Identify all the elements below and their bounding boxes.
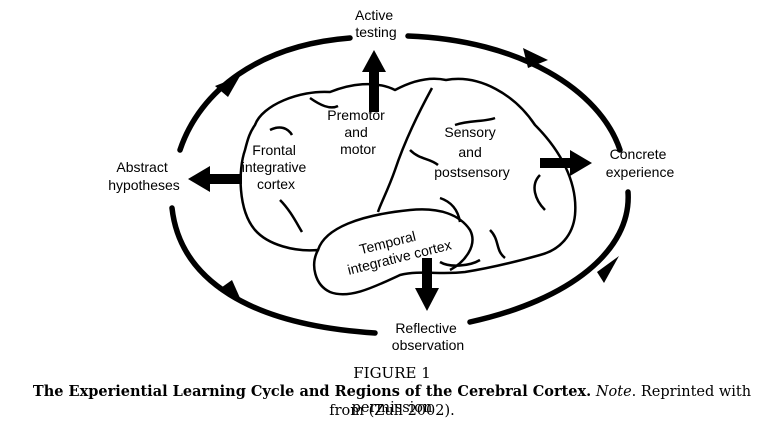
sulcus-h [439,258,481,267]
arrowhead-right [597,256,619,283]
sulcus-e [409,149,439,166]
sulcus-b [269,126,294,136]
cycle-arc-right [467,189,631,325]
brain-outline [239,77,577,296]
figure-caption-source: from (Zull 2002). [329,403,455,419]
sulcus-i [439,196,462,223]
cycle-arrowheads [215,48,619,298]
arrow-up-to-active-testing [362,50,386,112]
temporal-lobe-contour [316,208,474,272]
brain-contour [239,77,577,296]
sulcus-a [309,96,339,109]
cycle-arc-top-right [405,33,623,153]
arrow-down-to-reflective-observation [415,258,439,311]
central-sulcus [376,87,434,213]
sulcus-g [489,229,506,259]
figure-label: FIGURE 1 [353,364,431,382]
caption-note-word: Note [595,384,632,400]
region-temporal: Temporal integrative cortex [342,220,453,278]
region-sensory: Sensory and postsensory [434,124,509,180]
node-reflective-observation: Reflective observation [392,320,464,353]
cycle-arc-top-left [177,35,353,153]
arrow-right-to-concrete-experience [540,150,592,176]
node-concrete-experience: Concrete experience [606,146,675,180]
caption-title: The Experiential Learning Cycle and Regi… [32,383,592,400]
cycle-ring [169,33,631,336]
node-abstract-hypotheses: Abstract hypotheses [108,159,180,193]
sulcus-f [533,174,546,211]
learning-cycle-diagram: Active testing Concrete experience Refle… [108,7,675,353]
sulcus-d [454,116,496,127]
region-arrows [188,50,592,311]
arrowhead-top-left [215,76,240,97]
arrowhead-top-right [523,48,548,68]
arrowhead-bottom-left [218,280,240,298]
region-frontal: Frontal integrative cortex [242,142,310,192]
caption-note-text: . Reprinted with permission [351,384,752,416]
sulcus-c [279,199,304,233]
cycle-arc-bottom-left [169,205,378,336]
arrow-left-to-abstract-hypotheses [188,166,242,192]
region-premotor: Premotor and motor [327,107,388,157]
figure-caption-line1: The Experiential Learning Cycle and Regi… [0,383,784,416]
node-active-testing: Active testing [355,7,397,40]
